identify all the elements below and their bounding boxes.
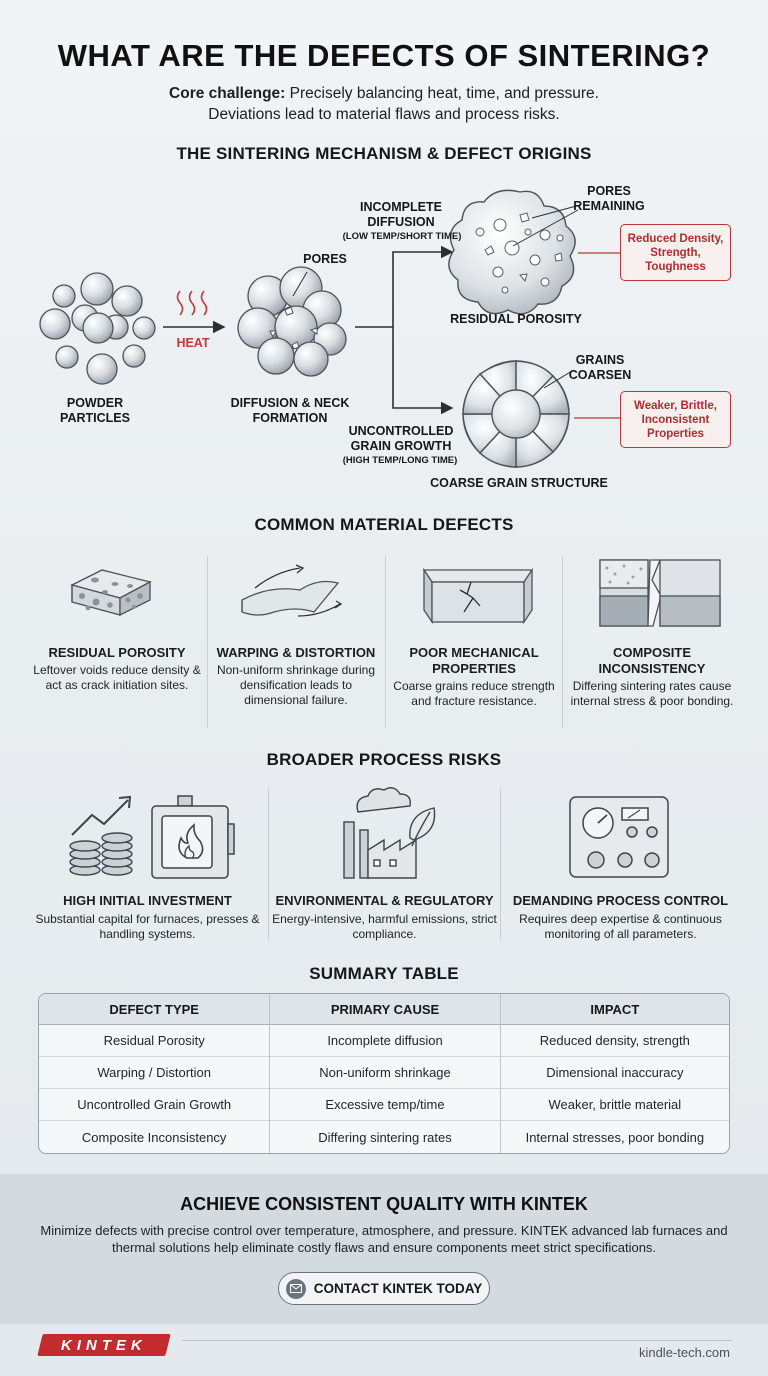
defect-residual-porosity: RESIDUAL POROSITY Leftover voids reduce …	[28, 645, 206, 693]
table-header-row: DEFECT TYPE PRIMARY CAUSE IMPACT	[39, 994, 729, 1025]
table-cell: Non-uniform shrinkage	[269, 1057, 500, 1089]
defect-divider-1	[207, 556, 208, 728]
table-cell: Residual Porosity	[39, 1025, 270, 1057]
control-panel-icon	[569, 796, 669, 878]
table-row: Warping / Distortion Non-uniform shrinka…	[39, 1057, 729, 1089]
table-row: Uncontrolled Grain Growth Excessive temp…	[39, 1089, 729, 1121]
table-cell: Incomplete diffusion	[269, 1025, 500, 1057]
defects-heading: COMMON MATERIAL DEFECTS	[254, 515, 514, 534]
branch-arrow-bottom	[392, 327, 454, 415]
subtitle-line-2: Deviations lead to material flaws and pr…	[208, 106, 560, 123]
defect-divider-3	[562, 556, 563, 728]
risk-title: HIGH INITIAL INVESTMENT	[63, 893, 232, 908]
mail-icon	[285, 1278, 306, 1299]
heat-label: HEAT	[176, 336, 210, 350]
table-cell: Uncontrolled Grain Growth	[39, 1089, 270, 1121]
kintek-logo[interactable]: KINTEK	[37, 1334, 171, 1356]
cta-text: Minimize defects with precise control ov…	[40, 1223, 728, 1255]
incomplete-diffusion-sub: (LOW TEMP/SHORT TIME)	[342, 231, 462, 242]
powder-particles-label: POWDER PARTICLES	[60, 396, 130, 425]
defect-composite: COMPOSITE INCONSISTENCY Differing sinter…	[563, 645, 741, 709]
summary-table: DEFECT TYPE PRIMARY CAUSE IMPACT Residua…	[38, 993, 730, 1154]
site-link[interactable]: kindle-tech.com	[638, 1345, 730, 1360]
pore-shapes	[269, 306, 318, 350]
risk-icons	[69, 787, 669, 879]
powder-particles-icon	[39, 272, 156, 385]
neck-formation-icon	[237, 266, 347, 377]
defect-title: COMPOSITE INCONSISTENCY	[598, 645, 706, 676]
investment-icon	[69, 795, 133, 876]
risk-divider-2	[500, 788, 501, 940]
table-cell: Dimensional inaccuracy	[499, 1057, 729, 1089]
risks-heading: BROADER PROCESS RISKS	[266, 750, 502, 769]
risk-desc: Substantial capital for furnaces, presse…	[35, 912, 260, 941]
grains-coarsen-label: GRAINS COARSEN	[568, 353, 632, 382]
defect-desc: Coarse grains reduce strength and fractu…	[393, 679, 555, 708]
pores-remaining-label: PORES REMAINING	[573, 184, 645, 213]
subtitle: Core challenge: Precisely balancing heat…	[0, 83, 768, 125]
column-header: IMPACT	[499, 994, 729, 1025]
cta-heading: ACHIEVE CONSISTENT QUALITY WITH KINTEK	[180, 1194, 588, 1214]
core-challenge-label: Core challenge:	[169, 85, 286, 102]
footer-divider	[182, 1340, 732, 1341]
pores-label: PORES	[303, 252, 347, 266]
defect-mechanical: POOR MECHANICAL PROPERTIES Coarse grains…	[385, 645, 563, 709]
table-cell: Reduced density, strength	[499, 1025, 729, 1057]
defect-warping: WARPING & DISTORTION Non-uniform shrinka…	[207, 645, 385, 708]
contact-button-label: CONTACT KINTEK TODAY	[313, 1281, 483, 1296]
result-box-brittle: Weaker, Brittle, Inconsistent Properties	[620, 391, 731, 448]
branch-arrow-top	[355, 245, 454, 328]
table-cell: Excessive temp/time	[269, 1089, 500, 1121]
residual-porosity-label: RESIDUAL POROSITY	[450, 312, 582, 326]
risk-environmental: ENVIRONMENTAL & REGULATORY Energy-intens…	[257, 893, 512, 942]
defect-title: RESIDUAL POROSITY	[48, 645, 186, 660]
logo-text: KINTEK	[61, 1336, 147, 1354]
incomplete-diffusion-label: INCOMPLETE DIFFUSION	[360, 200, 442, 229]
defect-title: POOR MECHANICAL PROPERTIES	[409, 645, 539, 676]
defect-desc: Leftover voids reduce density & act as c…	[33, 663, 201, 692]
core-challenge-text: Precisely balancing heat, time, and pres…	[285, 85, 599, 102]
risk-title: ENVIRONMENTAL & REGULATORY	[275, 893, 494, 908]
uncontrolled-growth-label: UNCONTROLLED GRAIN GROWTH	[348, 424, 454, 453]
table-cell: Composite Inconsistency	[81, 1129, 227, 1145]
coarse-structure-label: COARSE GRAIN STRUCTURE	[430, 476, 608, 490]
table-row: Composite Inconsistency Differing sinter…	[39, 1121, 729, 1153]
composite-material-icon	[599, 559, 721, 627]
risk-desc: Requires deep expertise & continuous mon…	[519, 912, 722, 941]
defect-icons	[70, 559, 721, 627]
porous-cube-icon	[70, 569, 152, 617]
table-row: Residual Porosity Incomplete diffusion R…	[39, 1025, 729, 1057]
result-box-density: Reduced Density, Strength, Toughness	[620, 224, 731, 281]
table-cell: Internal stresses, poor bonding	[499, 1121, 729, 1153]
defect-desc: Differing sintering rates cause internal…	[570, 679, 734, 708]
defect-divider-2	[385, 556, 386, 728]
diffusion-label: DIFFUSION & NECK FORMATION	[230, 396, 350, 425]
summary-heading: SUMMARY TABLE	[309, 964, 459, 983]
column-header: PRIMARY CAUSE	[269, 994, 500, 1025]
coarse-grains-icon	[462, 360, 570, 468]
risk-title: DEMANDING PROCESS CONTROL	[512, 893, 729, 908]
mechanism-heading: THE SINTERING MECHANISM & DEFECT ORIGINS	[176, 144, 592, 163]
column-header: DEFECT TYPE	[39, 994, 270, 1025]
risk-control: DEMANDING PROCESS CONTROL Requires deep …	[493, 893, 748, 942]
warped-sheet-icon	[241, 564, 343, 617]
defect-desc: Non-uniform shrinkage during densificati…	[216, 663, 376, 707]
defect-title: WARPING & DISTORTION	[216, 645, 376, 660]
page-title: WHAT ARE THE DEFECTS OF SINTERING?	[57, 38, 711, 73]
residual-porosity-icon	[448, 189, 581, 315]
factory-icon	[343, 787, 436, 879]
uncontrolled-growth-sub: (HIGH TEMP/LONG TIME)	[342, 455, 458, 466]
mechanism-diagram	[39, 189, 620, 468]
risk-investment: HIGH INITIAL INVESTMENT Substantial capi…	[20, 893, 275, 942]
heat-icon	[176, 290, 208, 316]
table-cell: Weaker, brittle material	[499, 1089, 729, 1121]
table-cell: Differing sintering rates	[269, 1121, 499, 1153]
cracked-block-icon	[422, 567, 534, 625]
risk-divider-1	[268, 788, 269, 940]
furnace-icon	[151, 795, 235, 879]
table-cell: Warping / Distortion	[39, 1057, 270, 1089]
contact-button[interactable]: CONTACT KINTEK TODAY	[278, 1272, 490, 1305]
risk-desc: Energy-intensive, harmful emissions, str…	[272, 912, 497, 941]
